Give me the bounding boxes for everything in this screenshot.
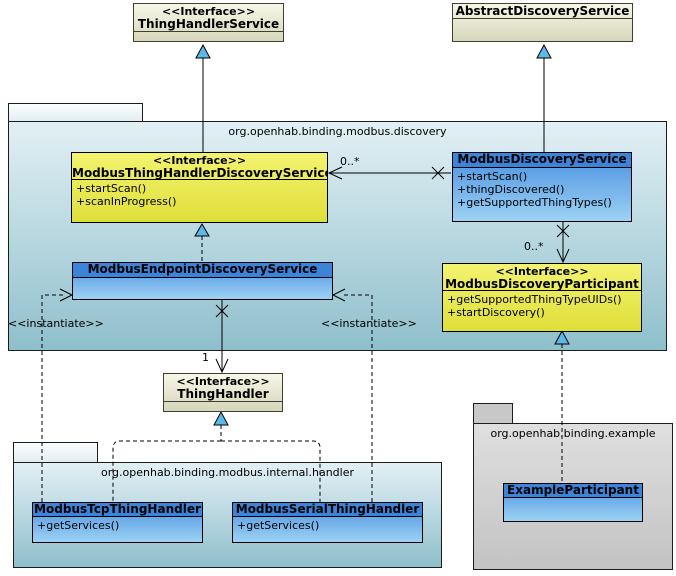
- package-title-example: org.openhab.binding.example: [490, 427, 656, 440]
- x-marker-icon: [215, 304, 229, 318]
- open-arrowhead-icon: [331, 288, 346, 302]
- package-title-discovery: org.openhab.binding.modbus.discovery: [228, 125, 447, 138]
- method-label: +getSupportedThingTypes(): [457, 196, 612, 209]
- class-modbusthinghandlerdiscoveryservice: <<Interface>> ModbusThingHandlerDiscover…: [71, 152, 328, 223]
- class-name: ModbusEndpointDiscoveryService: [87, 263, 318, 276]
- stereotype-label: <<Interface>>: [176, 375, 270, 388]
- multiplicity-label: 0..*: [340, 155, 360, 168]
- method-label: +getServices(): [37, 519, 120, 532]
- stereotype-instantiate-label: <<instantiate>>: [321, 317, 417, 330]
- class-name: ThingHandler: [177, 387, 269, 401]
- class-modbustcpthinghandler: ModbusTcpThingHandler +getServices(): [32, 502, 203, 543]
- method-label: +thingDiscovered(): [457, 183, 565, 196]
- method-label: +getSupportedThingTypeUIDs(): [447, 293, 622, 306]
- class-name: ModbusTcpThingHandler: [34, 503, 201, 516]
- realization-exampleparticipant-to-participant: [554, 329, 570, 483]
- stereotype-label: <<Interface>>: [161, 5, 256, 18]
- multiplicity-label: 1: [202, 351, 209, 364]
- class-modbusdiscoveryservice: ModbusDiscoveryService +startScan() +thi…: [452, 152, 632, 222]
- stereotype-instantiate-label: <<instantiate>>: [8, 317, 104, 330]
- class-name: ExampleParticipant: [507, 484, 639, 497]
- stereotype-label: <<Interface>>: [152, 154, 247, 167]
- class-name: ModbusDiscoveryParticipant: [445, 277, 639, 291]
- x-marker-icon: [431, 166, 445, 180]
- class-name: ModbusThingHandlerDiscoveryService: [72, 166, 327, 180]
- open-arrowhead-icon: [215, 358, 229, 374]
- open-arrowhead-icon: [556, 248, 570, 264]
- hollow-triangle-icon: [554, 329, 570, 345]
- method-label: +startScan(): [457, 170, 528, 183]
- class-modbusdiscoveryparticipant: <<Interface>> ModbusDiscoveryParticipant…: [442, 263, 642, 332]
- hollow-triangle-icon: [213, 410, 229, 426]
- open-arrowhead-icon: [327, 166, 343, 180]
- class-modbusendpointdiscoveryservice: ModbusEndpointDiscoveryService: [72, 262, 333, 300]
- hollow-triangle-icon: [194, 223, 210, 237]
- hollow-triangle-icon: [536, 43, 552, 59]
- class-abstractdiscoveryservice: AbstractDiscoveryService: [452, 3, 633, 42]
- class-thinghandler: <<Interface>> ThingHandler: [163, 373, 283, 412]
- realization-endpoint-to-handlerdiscoveryservice: [194, 223, 210, 262]
- generalization-thinghandlerservice: [195, 43, 211, 152]
- class-modbusserialthinghandler: ModbusSerialThingHandler +getServices(): [232, 502, 423, 543]
- method-label: +getServices(): [237, 519, 320, 532]
- class-thinghandlerservice: <<Interface>> ThingHandlerService: [133, 3, 284, 42]
- class-name: ModbusDiscoveryService: [457, 153, 627, 166]
- dependency-instantiate-right: [331, 288, 373, 502]
- realization-handlers-to-thinghandler: [112, 410, 321, 502]
- method-label: +startScan(): [76, 182, 147, 195]
- multiplicity-label: 0..*: [524, 240, 544, 253]
- class-name: ModbusSerialThingHandler: [235, 503, 420, 516]
- class-exampleparticipant: ExampleParticipant: [503, 483, 643, 522]
- method-label: +scanInProgress(): [76, 195, 177, 208]
- class-name: AbstractDiscoveryService: [455, 4, 630, 18]
- class-name: ThingHandlerService: [137, 17, 280, 31]
- method-label: +startDiscovery(): [447, 306, 545, 319]
- association-discoveryservice-to-handlerdiscoveryservice: [327, 166, 451, 180]
- x-marker-icon: [556, 224, 570, 238]
- stereotype-label: <<Interface>>: [495, 265, 589, 278]
- hollow-triangle-icon: [195, 43, 211, 59]
- association-endpoint-to-thinghandler: [215, 300, 229, 374]
- generalization-abstractdiscoveryservice: [536, 43, 552, 152]
- association-discoveryservice-to-participant: [556, 222, 570, 264]
- package-title-internal-handler: org.openhab.binding.modbus.internal.hand…: [100, 466, 354, 479]
